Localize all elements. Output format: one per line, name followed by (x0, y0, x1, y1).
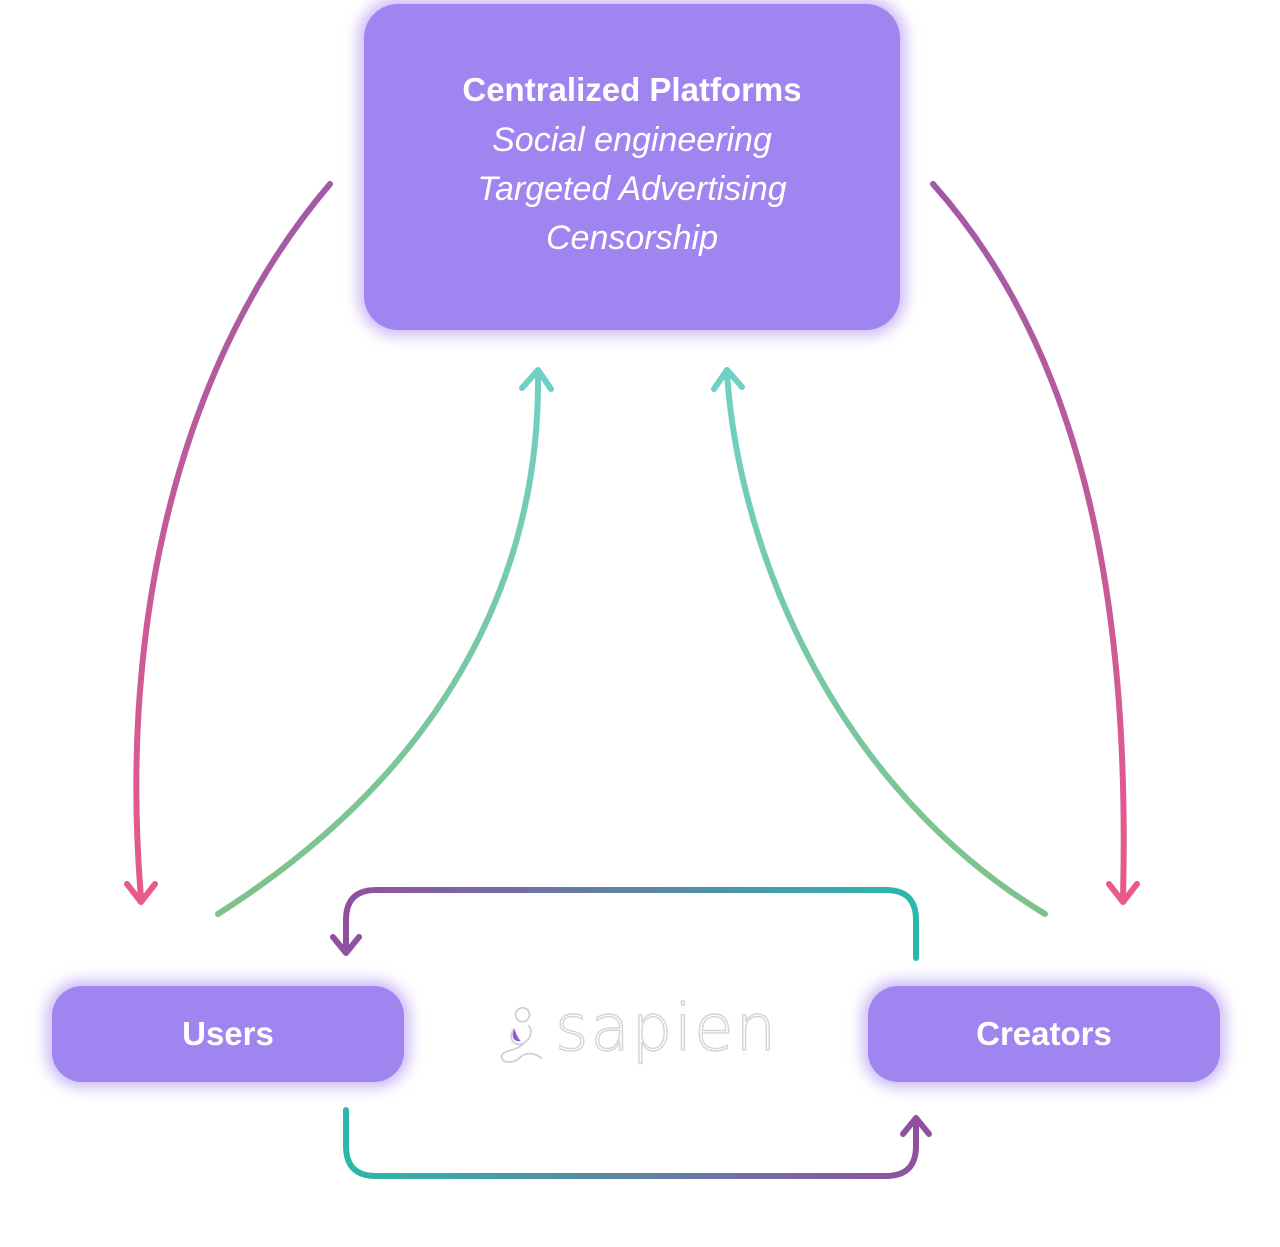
sapien-brand: sapien (498, 994, 778, 1074)
platform-line-advertising: Targeted Advertising (477, 170, 787, 208)
users-label: Users (182, 1015, 274, 1052)
platform-title: Centralized Platforms (462, 71, 802, 108)
arrowhead-users-down (124, 881, 158, 905)
arrow-creators-to-platform (724, 371, 1048, 917)
loop-creators-to-users (343, 887, 919, 961)
arrowhead-creators-down (1106, 881, 1140, 905)
creators-label: Creators (976, 1015, 1112, 1052)
centralized-platforms-node: Centralized Platforms Social engineering… (364, 4, 900, 330)
sapien-logo-icon (500, 1006, 543, 1063)
users-node: Users (52, 986, 404, 1082)
arrowhead-loop-users (330, 934, 362, 956)
sapien-wordmark: sapien (554, 992, 778, 1066)
arrowhead-platform-up-right (711, 367, 745, 392)
creators-node: Creators (868, 986, 1220, 1082)
arrow-platform-to-users (133, 181, 333, 901)
loop-users-to-creators (343, 1107, 919, 1179)
arrow-users-to-platform (215, 371, 542, 917)
platform-line-social: Social engineering (492, 121, 772, 159)
arrowhead-loop-creators (900, 1115, 932, 1137)
platform-line-censorship: Censorship (546, 219, 718, 257)
arrow-platform-to-creators (930, 181, 1127, 901)
arrowhead-platform-up-left (519, 367, 554, 392)
